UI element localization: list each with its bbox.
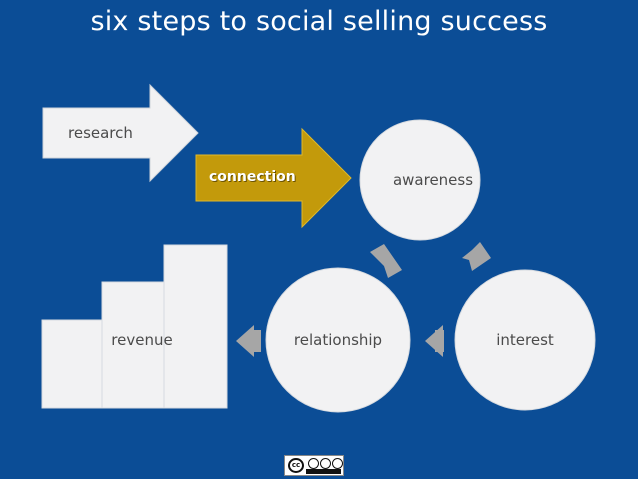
relationship-circle — [265, 267, 411, 413]
interest-label: interest — [496, 331, 554, 349]
research-label: research — [68, 124, 133, 142]
revenue-step-1 — [41, 319, 105, 409]
awareness-label: awareness — [392, 171, 474, 189]
cycle-arrow-left-to-revenue-tail — [253, 330, 261, 352]
slide-title: six steps to social selling success — [90, 6, 548, 37]
cycle-arrow-relationship-to-awareness — [370, 244, 402, 278]
revenue-step-2 — [101, 281, 165, 409]
relationship-label: relationship — [293, 331, 383, 349]
revenue-label: revenue — [111, 331, 173, 349]
awareness-circle — [359, 119, 481, 241]
cycle-arrow-awareness-to-interest — [462, 242, 491, 271]
revenue-step-3 — [163, 244, 228, 409]
cycle-arrow-left-to-revenue — [236, 325, 254, 357]
connection-label: connection — [209, 169, 296, 185]
connection-arrow — [195, 127, 352, 229]
cycle-arrow-interest-to-relationship-tail — [435, 330, 444, 352]
research-arrow — [42, 83, 199, 183]
creative-commons-by-nc-sa-icon: cc — [284, 455, 344, 476]
interest-circle — [454, 269, 596, 411]
